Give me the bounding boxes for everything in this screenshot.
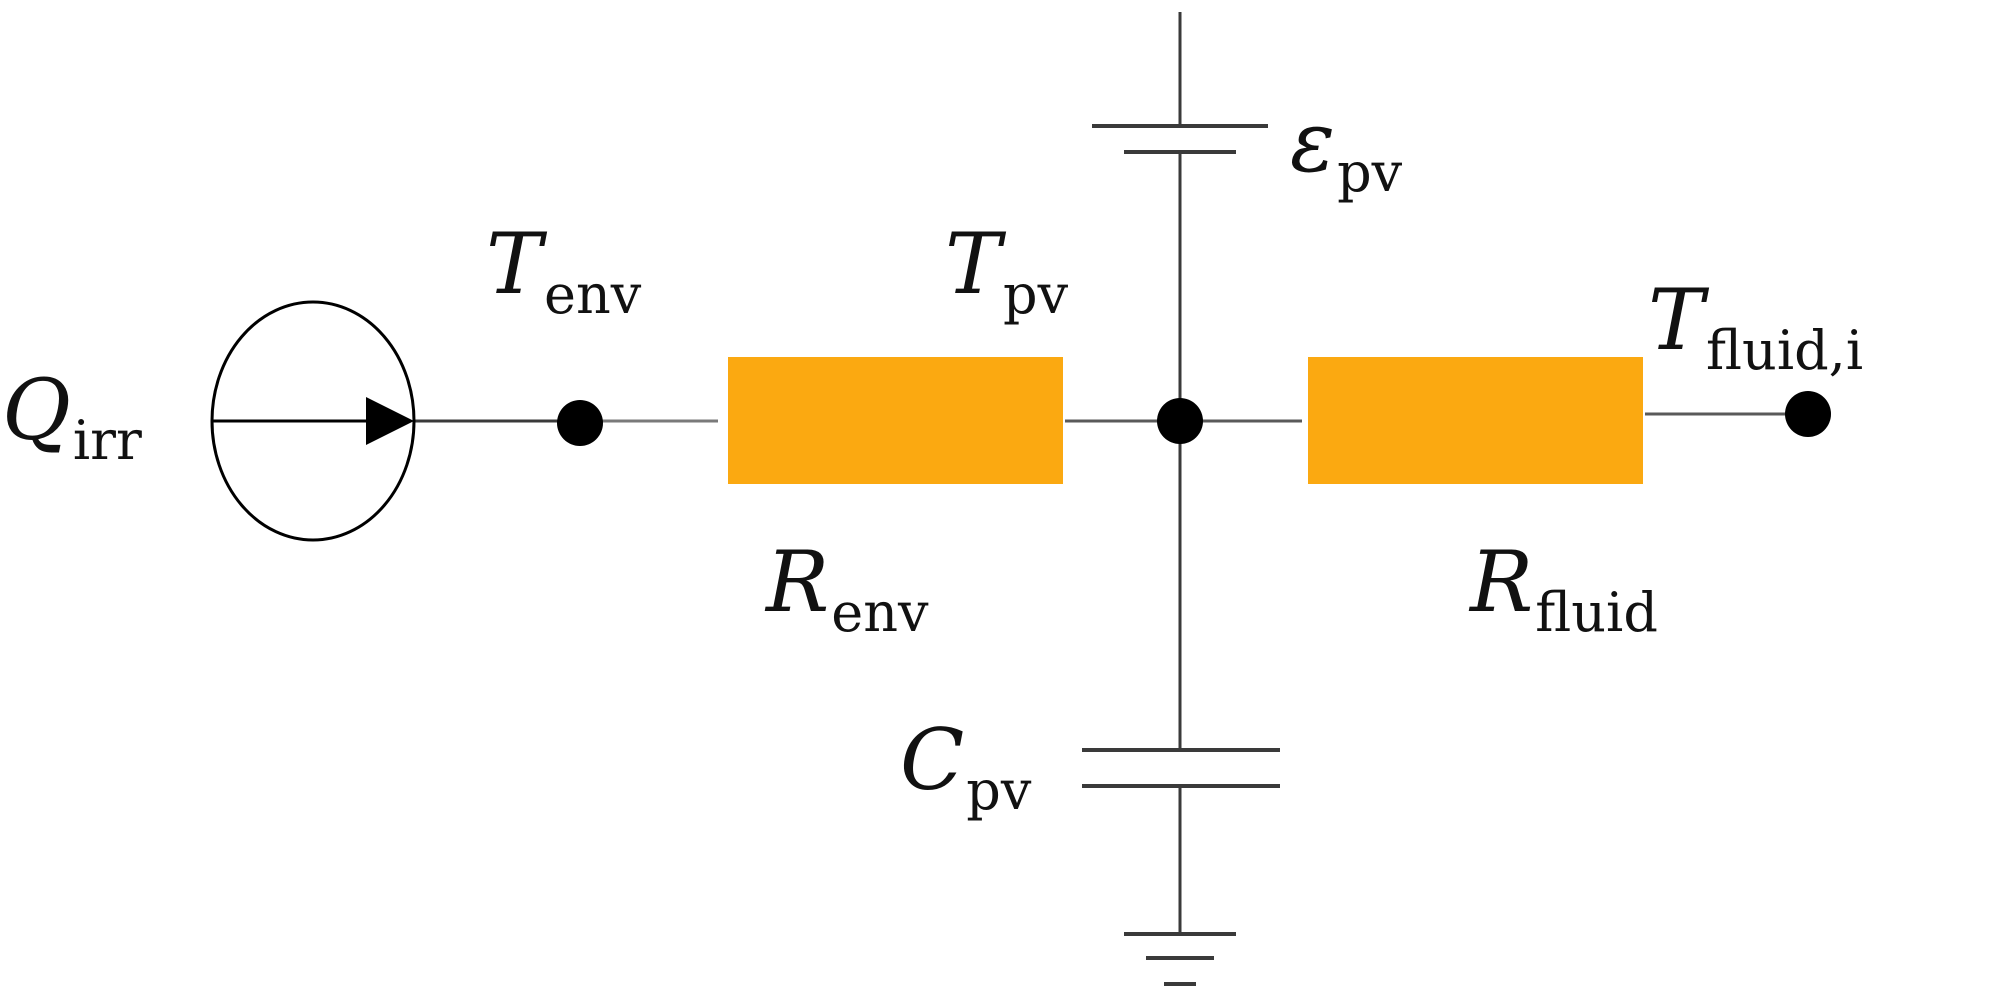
label-r-fluid-symbol: R [1470,533,1534,631]
label-eps-pv: εpv [1290,100,1402,200]
label-q-irr-symbol: Q [2,361,71,459]
current-source-icon [210,300,416,542]
label-q-irr-sub: irr [72,409,142,472]
label-eps-pv-sub: pv [1337,141,1403,204]
label-t-pv-sub: pv [1003,263,1069,326]
label-t-env-sub: env [544,263,642,326]
label-t-env: Tenv [486,222,641,322]
resistor-fluid [1308,357,1643,484]
label-r-env-sub: env [831,581,929,644]
node-t-env [557,400,603,446]
label-t-env-symbol: T [486,215,543,313]
label-t-fluid-i: Tfluid,i [1648,278,1863,378]
label-q-irr: Qirr [2,368,142,468]
label-t-fluid-i-sub: fluid,i [1706,319,1864,382]
label-c-pv-symbol: C [900,711,965,809]
label-t-pv: Tpv [945,222,1068,322]
label-r-fluid-sub: fluid [1535,581,1658,644]
label-t-pv-symbol: T [945,215,1002,313]
node-t-pv [1157,398,1203,444]
capacitor-icon [1082,748,1280,788]
resistor-env [728,357,1063,484]
label-r-env-symbol: R [766,533,830,631]
label-c-pv-sub: pv [966,759,1032,822]
label-r-fluid: Rfluid [1470,540,1658,640]
ground-icon [1124,932,1236,986]
node-t-fluid-i [1785,391,1831,437]
label-r-env: Renv [766,540,929,640]
battery-icon [1092,124,1268,154]
label-eps-pv-symbol: ε [1290,93,1336,191]
label-t-fluid-i-symbol: T [1648,271,1705,369]
label-c-pv: Cpv [900,718,1031,818]
